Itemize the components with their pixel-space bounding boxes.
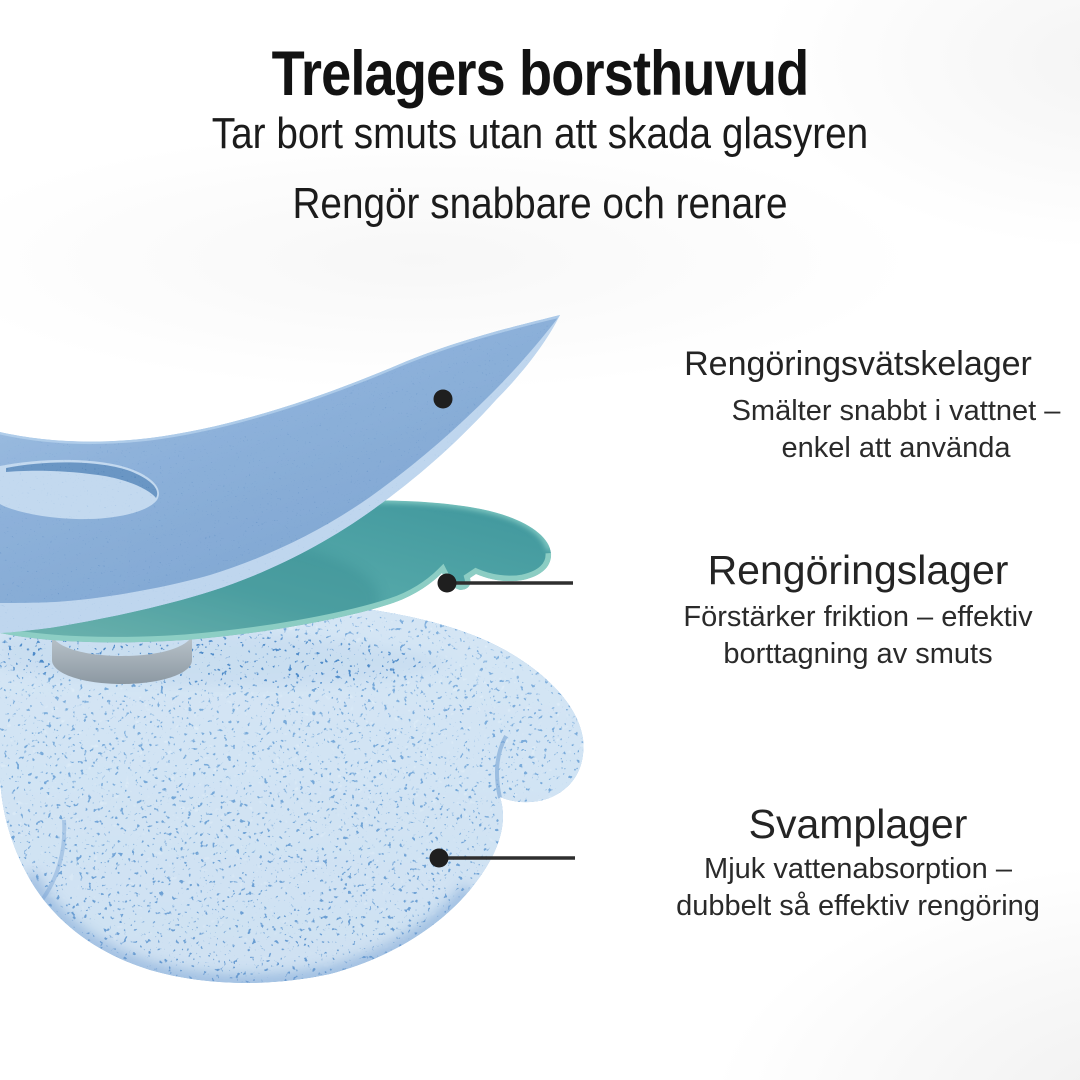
callout-dot-cleaning-layer <box>437 573 457 593</box>
cleaning-fluid-layer-shape <box>0 315 560 633</box>
callout-description: Mjuk vattenabsorption – dubbelt så effek… <box>618 851 1080 925</box>
callout-description-line: dubbelt så effektiv rengöring <box>676 890 1040 922</box>
sponge-bottom-shading <box>20 872 477 983</box>
sponge-speckle-light <box>0 593 584 983</box>
subtitle-line-1: Tar bort smuts utan att skada glasyren <box>211 109 869 158</box>
callout-description: Förstärker friktion – effektiv borttagni… <box>618 599 1080 673</box>
callout-dot-fluid-layer <box>433 389 453 409</box>
subtitle-line-2: Rengör snabbare och renare <box>292 179 788 228</box>
callout-description-line: Smälter snabbt i vattnet – <box>731 395 1061 427</box>
callout-description: Smälter snabbt i vattnet – enkel att anv… <box>696 393 1080 467</box>
callout-sponge-layer: Svamplager Mjuk vattenabsorption – dubbe… <box>618 797 1080 925</box>
callout-description-line: borttagning av smuts <box>723 638 993 670</box>
callout-description-line: enkel att använda <box>781 432 1011 464</box>
callout-cleaning-fluid-layer: Rengöringsvätskelager Smälter snabbt i v… <box>618 341 1080 467</box>
sponge-lobe-crease-right <box>495 735 508 799</box>
page-title: Trelagers borsthuvud <box>271 39 810 109</box>
callout-title: Rengöringslager <box>707 547 1009 593</box>
callout-description-line: Mjuk vattenabsorption – <box>704 853 1012 885</box>
callout-connectors <box>429 389 688 868</box>
callout-description-line: Förstärker friktion – effektiv <box>683 601 1033 633</box>
callout-dot-sponge-layer <box>429 848 449 868</box>
connector-hub-shape <box>52 636 192 684</box>
callout-cleaning-layer: Rengöringslager Förstärker friktion – ef… <box>618 543 1080 673</box>
sponge-layer-shape <box>0 593 584 983</box>
callout-title: Rengöringsvätskelager <box>684 345 1032 383</box>
callout-title: Svamplager <box>748 801 968 847</box>
fluid-layer-face-grain <box>0 315 560 603</box>
